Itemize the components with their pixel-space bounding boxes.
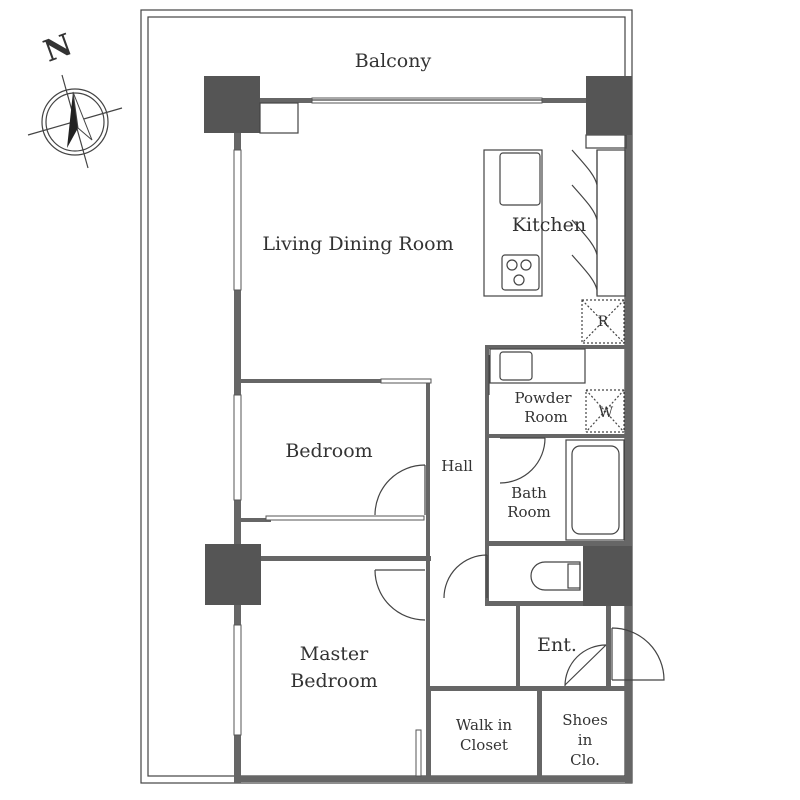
wet-area-fixtures [489,348,625,591]
kitchen-label: Kitchen [512,214,586,236]
powder-room-label-line2: Room [524,408,568,426]
windows [233,97,543,777]
bedroom-door [374,464,426,516]
walk-in-closet-label-line2: Closet [460,736,508,754]
hall-label: Hall [441,457,473,475]
bathtub-icon [571,445,620,535]
column-top-left [204,76,260,133]
refrigerator-label: R [598,314,609,330]
wash-basin-icon [499,351,533,381]
washer-label: W [599,405,614,421]
bathtub [565,439,625,541]
column-mid-right [583,546,632,606]
entrance-door [611,627,665,681]
kitchen-island [483,149,543,297]
stove-icon [501,254,540,291]
north-letter: N [39,27,77,69]
sink-icon [499,152,541,206]
master-bedroom-door [374,569,426,621]
vanity [489,348,586,384]
living-dining-room-label: Living Dining Room [262,233,453,255]
shoes-closet-label-line1: Shoes [562,711,608,729]
toilet-door [443,554,488,599]
kitchen-fixtures [483,149,626,344]
refrigerator-space [581,299,625,344]
shoes-closet-label-line3: Clo. [570,751,600,769]
bath-room-label-line1: Bath [511,484,547,502]
toilet-icon [530,561,581,591]
column-top-right [586,76,632,135]
master-bedroom-label-line1: Master [300,643,369,665]
column-mid-left [205,544,261,605]
columns [204,76,632,606]
shoes-closet-label-line2: in [578,731,593,749]
compass-icon: N [27,27,123,169]
entrance-label: Ent. [537,634,577,656]
room-labels: Balcony Living Dining Room Kitchen R W P… [262,50,613,769]
bedroom-label: Bedroom [285,440,372,462]
bath-door [499,437,546,484]
closet-door [564,644,607,687]
walk-in-closet-label-line1: Walk in [456,716,513,734]
balcony-label: Balcony [355,50,432,72]
powder-room-label-line1: Powder [514,389,572,407]
master-bedroom-label-line2: Bedroom [290,670,377,692]
doors [374,355,665,687]
bath-room-label-line2: Room [507,503,551,521]
